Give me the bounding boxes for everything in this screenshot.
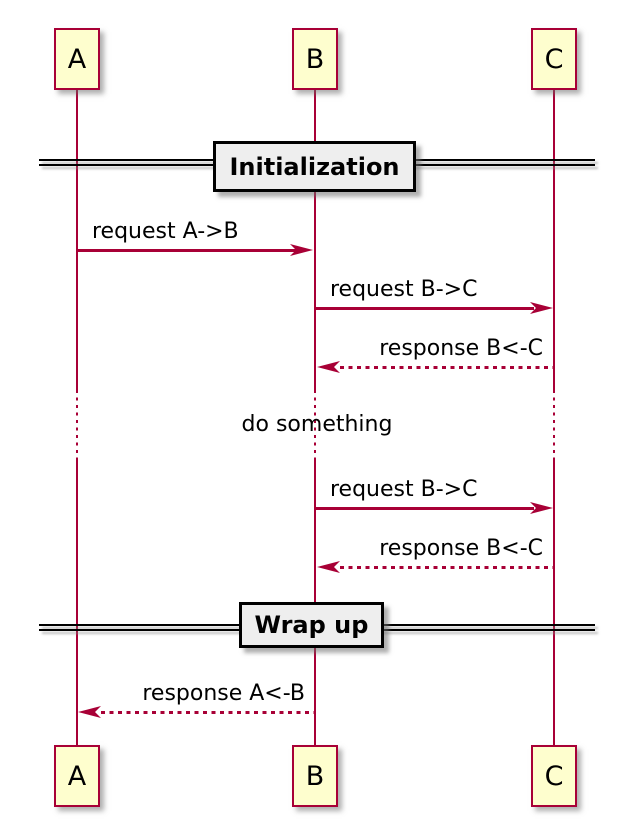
- message-2-arrowhead-right-icon: [530, 302, 553, 314]
- message-3-arrowhead-left-icon: [317, 361, 340, 373]
- lifeline-a-upper: [75, 90, 79, 390]
- message-1-arrowhead-right-icon: [290, 244, 313, 256]
- message-1-label: request A->B: [92, 219, 239, 244]
- lifeline-a-delay: [75, 390, 79, 458]
- message-2-label: request B->C: [330, 277, 478, 302]
- message-5-line: [340, 566, 553, 569]
- participant-b-bottom: B: [292, 745, 338, 807]
- lifeline-b-upper: [313, 90, 317, 390]
- delay-label: do something: [241, 412, 393, 437]
- message-4-arrowhead-right-icon: [530, 502, 553, 514]
- participant-c-top-label: C: [544, 43, 564, 75]
- message-6-label: response A<-B: [142, 681, 305, 706]
- lifeline-b-lower: [313, 458, 317, 745]
- message-6-arrowhead-left-icon: [78, 706, 101, 718]
- participant-a-bottom-label: A: [67, 760, 87, 792]
- participant-b-top: B: [292, 28, 338, 90]
- divider-wrapup: Wrap up: [239, 602, 384, 648]
- message-6-line: [101, 711, 314, 714]
- message-1-line: [77, 249, 296, 252]
- message-3-line: [340, 366, 553, 369]
- participant-a-top: A: [54, 28, 100, 90]
- message-4-label: request B->C: [330, 477, 478, 502]
- participant-c-top: C: [531, 28, 577, 90]
- lifeline-b-delay: [313, 390, 317, 458]
- lifeline-c-lower: [552, 458, 556, 745]
- message-5-arrowhead-left-icon: [317, 561, 340, 573]
- message-3-label: response B<-C: [379, 336, 543, 361]
- lifeline-c-upper: [552, 90, 556, 390]
- participant-b-bottom-label: B: [305, 760, 325, 792]
- divider-initialization: Initialization: [213, 141, 416, 192]
- message-2-line: [316, 307, 534, 310]
- participant-a-bottom: A: [54, 745, 100, 807]
- lifeline-a-lower: [75, 458, 79, 745]
- participant-c-bottom: C: [531, 745, 577, 807]
- participant-b-top-label: B: [305, 43, 325, 75]
- lifeline-c-delay: [552, 390, 556, 458]
- message-4-line: [316, 507, 534, 510]
- participant-c-bottom-label: C: [544, 760, 564, 792]
- divider-wrapup-label: Wrap up: [254, 611, 369, 639]
- message-5-label: response B<-C: [379, 536, 543, 561]
- divider-initialization-label: Initialization: [229, 152, 400, 181]
- participant-a-top-label: A: [67, 43, 87, 75]
